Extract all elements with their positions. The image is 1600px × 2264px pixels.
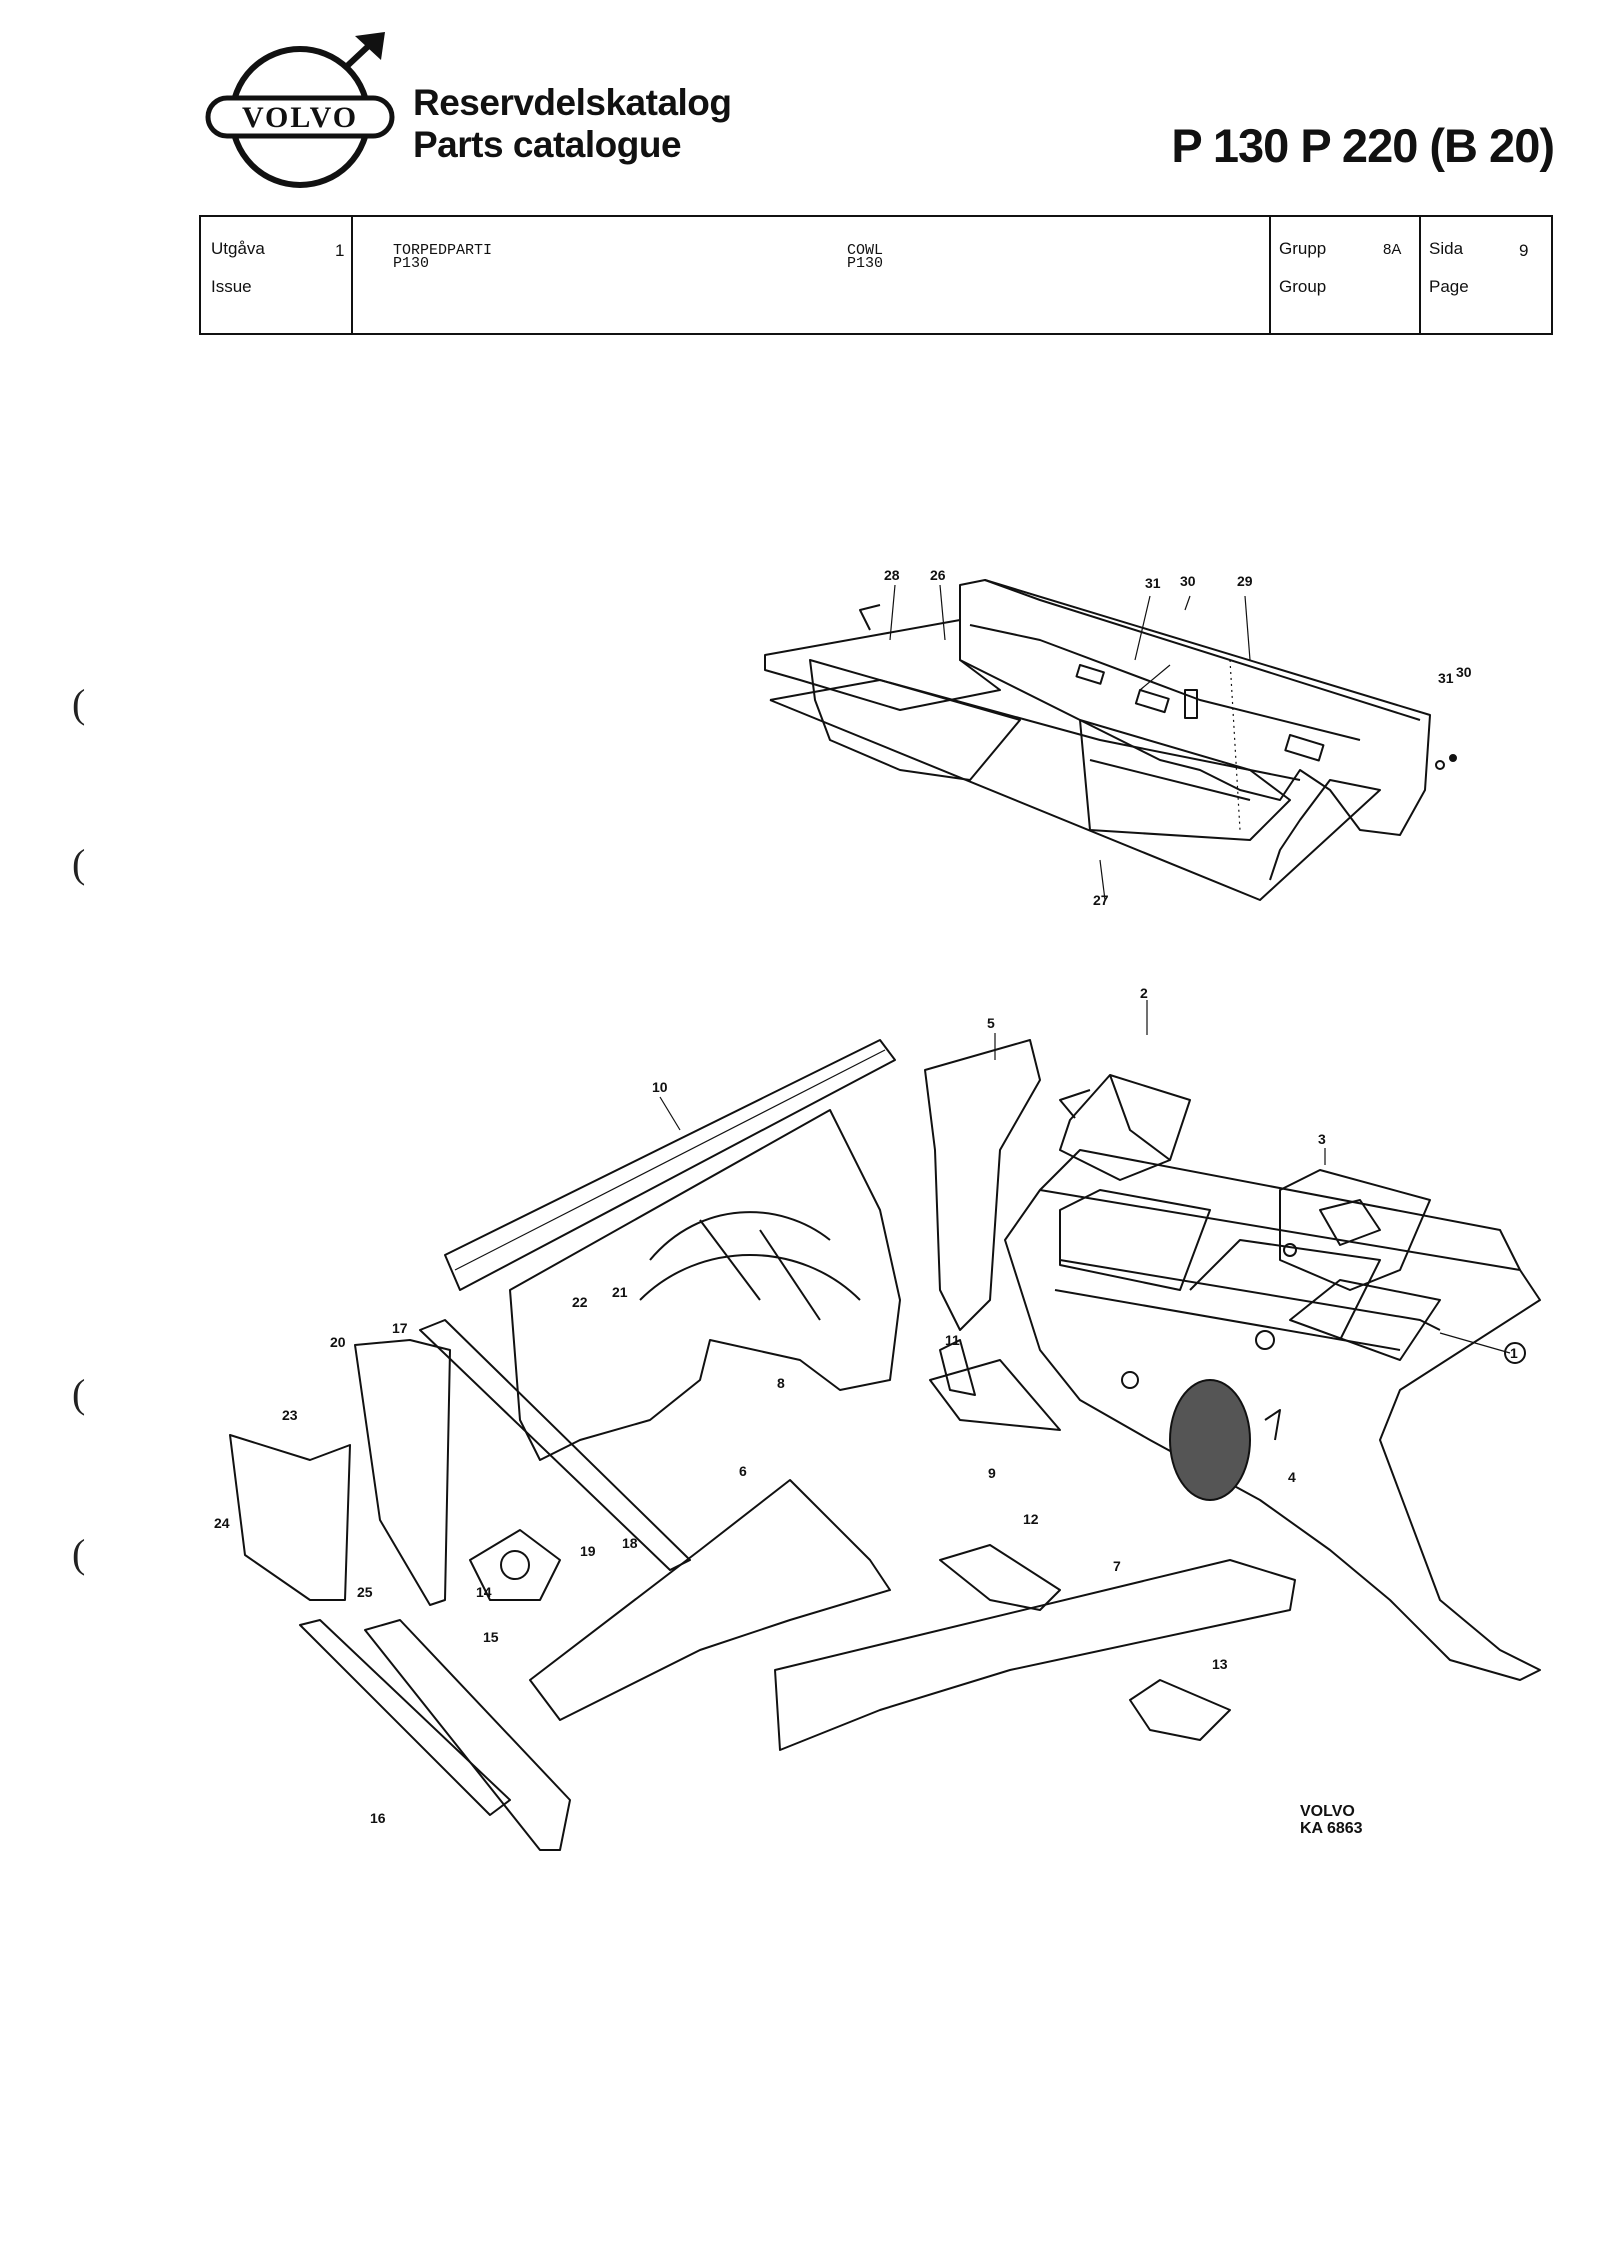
page-label-sv: Sida	[1429, 239, 1464, 258]
bulkhead-assembly	[1004, 1074, 1541, 1681]
callout-labels: 28 26 31 30 29 31 30 27 2 5 3 10 1 21 22…	[214, 567, 1518, 1826]
callout: 15	[483, 1629, 499, 1645]
callout: 11	[945, 1332, 960, 1348]
callout: 8	[777, 1375, 785, 1391]
header-table: Utgåva Issue 1 TORPEDPARTI P130 COWL P13…	[199, 215, 1553, 335]
side-member	[774, 1559, 1296, 1751]
strut-brace	[419, 1319, 691, 1571]
callout: 7	[1113, 1558, 1121, 1574]
callout: 18	[622, 1535, 638, 1551]
callout: 12	[1023, 1511, 1039, 1527]
callout: 17	[392, 1320, 408, 1336]
binder-mark: (	[72, 841, 86, 886]
title-sv: TORPEDPARTI	[393, 242, 493, 259]
sill-inner	[299, 1619, 511, 1816]
group-label-sv: Grupp	[1279, 239, 1327, 258]
callout: 10	[652, 1079, 668, 1095]
small-bracket	[939, 1544, 1061, 1611]
callout: 3	[1318, 1131, 1326, 1147]
catalogue-title-en: Parts catalogue	[413, 124, 682, 165]
callout: 27	[1093, 892, 1109, 908]
callout: 19	[580, 1543, 596, 1559]
callout: 20	[330, 1334, 346, 1350]
title-en: COWL	[847, 242, 884, 259]
issue-label-sv: Utgåva	[211, 239, 265, 258]
volvo-logo: VOLVO	[205, 32, 395, 188]
callout: 28	[884, 567, 900, 583]
binder-mark: (	[72, 1531, 86, 1576]
callout: 22	[572, 1294, 588, 1310]
callout: 16	[370, 1810, 386, 1826]
binder-mark: (	[72, 681, 86, 726]
callout: 13	[1212, 1656, 1228, 1672]
leader-lines	[659, 584, 1511, 1354]
callout-circle	[1504, 1342, 1526, 1364]
side-panel	[924, 1039, 1041, 1331]
mount-bracket	[469, 1529, 561, 1601]
callout: 29	[1237, 573, 1253, 589]
callout: 14	[476, 1584, 492, 1600]
binder-mark: (	[72, 1371, 86, 1416]
drawing-code-number: KA 6863	[1300, 1820, 1363, 1837]
dashboard-assembly	[764, 579, 1457, 901]
drawing-code: VOLVO KA 6863	[1300, 1803, 1363, 1837]
inner-panel	[354, 1339, 451, 1606]
outer-panel	[229, 1434, 351, 1601]
group-cell: Grupp Group 8A	[1269, 217, 1421, 333]
model-designation: P 130 P 220 (B 20)	[1171, 119, 1555, 172]
callout: 5	[987, 1015, 995, 1031]
callout: 4	[1288, 1469, 1296, 1485]
reinforcement-bar	[444, 1039, 896, 1291]
issue-label-en: Issue	[211, 277, 252, 296]
group-value: 8A	[1383, 241, 1402, 258]
logo-wordmark: VOLVO	[242, 101, 358, 134]
group-label-en: Group	[1279, 277, 1327, 296]
callout: 24	[214, 1515, 230, 1531]
callout: 6	[739, 1463, 747, 1479]
wheel-housing	[509, 1109, 901, 1461]
callout: 26	[930, 567, 946, 583]
support-bracket	[1129, 1679, 1231, 1741]
callout: 30	[1456, 664, 1472, 680]
callout: 21	[612, 1284, 628, 1300]
page-label-en: Page	[1429, 277, 1469, 296]
page-cell: Sida Page 9	[1419, 217, 1551, 333]
callout: 2	[1140, 985, 1148, 1001]
reinforcement-edge	[454, 1049, 886, 1271]
callout: 25	[357, 1584, 373, 1600]
gusset	[939, 1339, 976, 1396]
corner-piece	[929, 1359, 1061, 1431]
drawing-code-brand: VOLVO	[1300, 1803, 1355, 1820]
catalogue-title-sv: Reservdelskatalog	[413, 82, 732, 123]
callout: 23	[282, 1407, 298, 1423]
title-en-sub: P130	[847, 255, 884, 272]
mount-hole	[500, 1550, 530, 1580]
callout: 9	[988, 1465, 996, 1481]
callout: 1	[1510, 1345, 1518, 1361]
cross-member	[529, 1479, 891, 1721]
issue-cell: Utgåva Issue 1	[201, 217, 353, 333]
callout: 30	[1180, 573, 1196, 589]
sill-outer	[364, 1619, 571, 1851]
catalogue-title: Reservdelskatalog Parts catalogue	[413, 82, 732, 166]
page-value: 9	[1519, 241, 1529, 260]
title-cell: TORPEDPARTI P130 COWL P130	[351, 217, 1271, 333]
callout: 31	[1438, 670, 1454, 686]
callout: 31	[1145, 575, 1161, 591]
issue-value: 1	[335, 241, 345, 260]
title-sv-sub: P130	[393, 255, 430, 272]
